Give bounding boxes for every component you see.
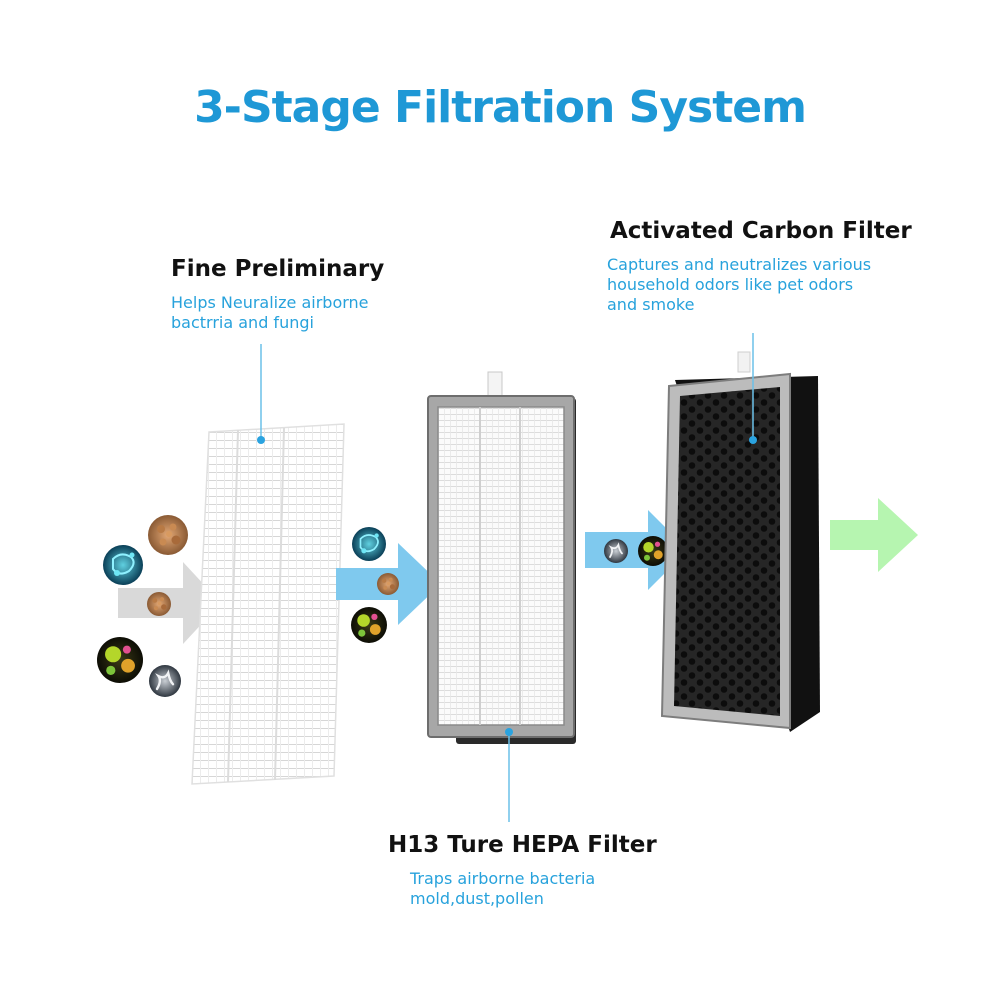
carbon-heading: Activated Carbon Filter [610, 218, 912, 244]
leader-line-carbon [749, 333, 757, 444]
hepa-heading: H13 Ture HEPA Filter [388, 832, 657, 858]
pollen-icon [638, 536, 668, 566]
page-title: 3-Stage Filtration System [194, 82, 807, 133]
leader-line-hepa [505, 728, 513, 822]
carbon-filter [660, 351, 820, 732]
fine-preliminary-heading: Fine Preliminary [171, 256, 385, 282]
green-arrow-icon [830, 498, 918, 572]
carbon-description: Captures and neutralizes various househo… [607, 255, 872, 314]
leader-line-fine [257, 344, 265, 444]
pollen-icon [97, 637, 143, 683]
flow-arrow-to-carbon [585, 510, 688, 590]
bacteria-icon [103, 545, 143, 585]
fine-preliminary-filter [191, 423, 345, 785]
hepa-filter [427, 371, 576, 744]
fine-preliminary-description: Helps Neuralize airborne bactrria and fu… [171, 293, 369, 332]
hepa-description: Traps airborne bacteria mold,dust,pollen [410, 869, 596, 908]
dust-icon [377, 573, 399, 595]
smoke-icon [604, 539, 628, 563]
dust-icon [148, 515, 188, 555]
bacteria-icon [352, 527, 386, 561]
smoke-icon [149, 665, 181, 697]
dust-icon [147, 592, 171, 616]
pollen-icon [351, 607, 387, 643]
